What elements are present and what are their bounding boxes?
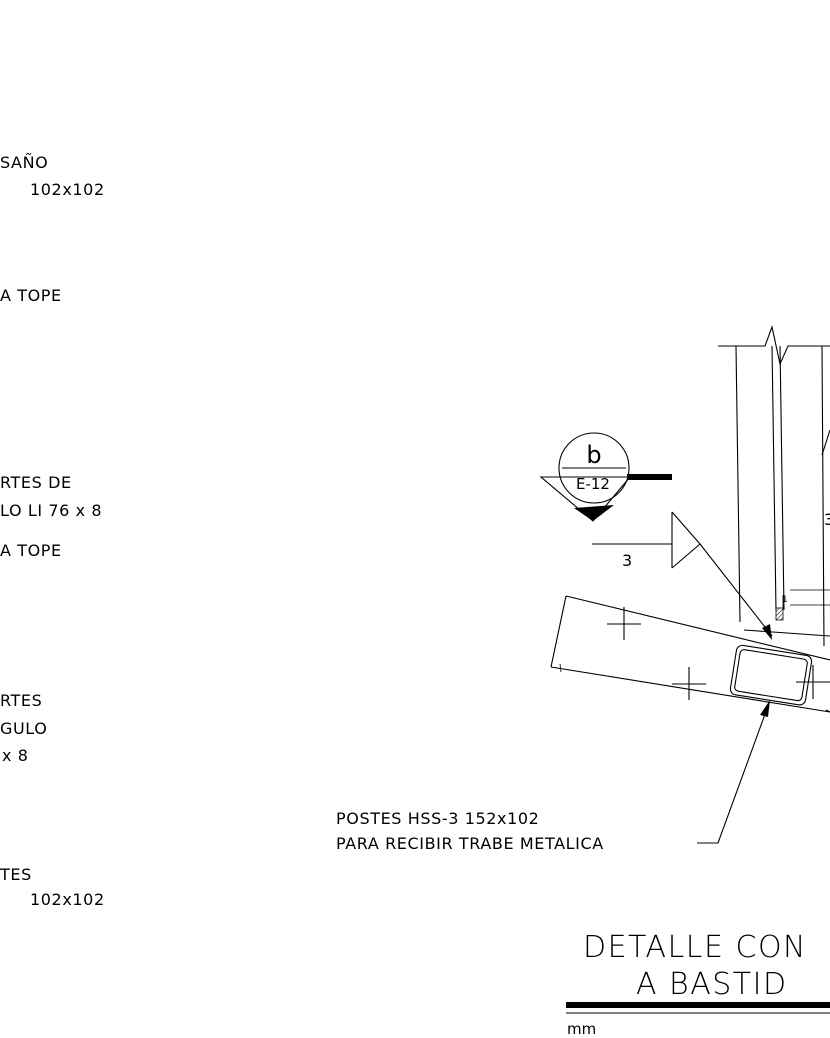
detail-bubble: [558, 432, 630, 504]
reference-bar: [627, 474, 672, 480]
sheet-reference: E-12: [576, 475, 610, 493]
weld-fill-hatch: [775, 607, 784, 621]
field-weld-flag: [574, 505, 614, 521]
detail-title-block: DETALLE CON A BASTID mm: [566, 930, 830, 1038]
note-2-line-1: A TOPE: [0, 286, 62, 305]
hss-section: [729, 644, 813, 706]
tilted-beam: [550, 595, 830, 713]
detail-letter: b: [586, 441, 601, 469]
note-1-line-1: SAÑO: [0, 153, 48, 172]
hss-inner: [734, 649, 808, 702]
note-6-line-1: TES: [0, 865, 32, 884]
title-underline-thick: [566, 1002, 830, 1008]
hss-outer: [729, 644, 813, 706]
weld-leader: [699, 543, 773, 637]
post-inner-line-2: [779, 345, 785, 611]
left-notes: SAÑO 102x102 A TOPE RTES DE LO LI 76 x 8…: [0, 153, 105, 909]
beam-corner-tick: [559, 663, 562, 673]
weld-size: 3: [622, 551, 632, 570]
vertical-post: 3 1: [718, 325, 830, 647]
note-3-line-1: RTES DE: [0, 473, 72, 492]
post-break-line: [718, 325, 830, 366]
fillet-weld-triangle: [539, 476, 632, 522]
callout-line-2: PARA RECIBIR TRABE METALICA: [336, 834, 604, 853]
note-5-line-2: GULO: [0, 719, 47, 738]
detail-title-line-2: A BASTID: [636, 967, 788, 1002]
note-5-line-1: RTES: [0, 691, 42, 710]
hss-callout: POSTES HSS-3 152x102 PARA RECIBIR TRABE …: [336, 700, 770, 853]
post-leader-stub: [821, 429, 830, 456]
weld-leader-arrowhead: [762, 624, 772, 640]
post-inner-line-1: [771, 345, 777, 611]
note-6-line-2: 102x102: [30, 890, 105, 909]
title-units: mm: [567, 1020, 596, 1038]
post-edge-glyph: 3: [824, 510, 830, 529]
note-3-line-2: LO LI 76 x 8: [0, 501, 102, 520]
weld-symbol: b E-12 3: [539, 432, 773, 640]
note-4-line-1: A TOPE: [0, 541, 62, 560]
detail-title-line-1: DETALLE CON: [583, 930, 807, 965]
post-left-edge: [735, 345, 741, 623]
weld-bevel-symbol: [671, 511, 701, 569]
beam-bottom-edge: [550, 666, 830, 713]
beam-top-edge: [565, 595, 830, 661]
note-1-line-2: 102x102: [30, 180, 105, 199]
callout-line-1: POSTES HSS-3 152x102: [336, 809, 539, 828]
note-5-line-3: x 8: [2, 746, 29, 765]
base-plate-line: [743, 629, 830, 637]
beam-left-end: [550, 595, 567, 668]
callout-arrowhead: [760, 700, 770, 717]
dimension-mark: 1: [782, 595, 788, 605]
post-right-edge: [821, 345, 825, 647]
callout-leader: [697, 705, 769, 844]
